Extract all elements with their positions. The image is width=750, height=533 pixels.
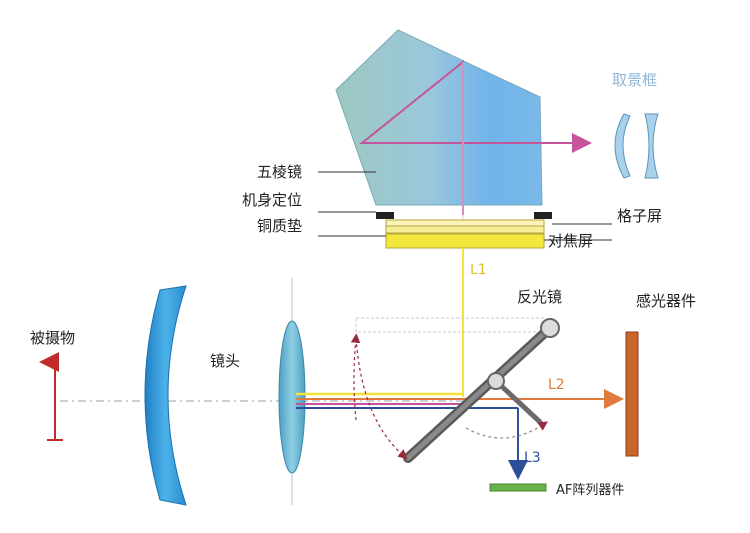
label-pentaprism: 五棱镜 [257, 163, 302, 181]
mirror-rotation-arc-up [350, 333, 361, 421]
label-grid-screen: 格子屏 [617, 207, 662, 225]
label-viewfinder: 取景框 [612, 71, 657, 89]
af-array-sensor [489, 483, 547, 492]
label-l1: L1 [470, 262, 487, 278]
label-focus-screen: 对焦屏 [548, 232, 593, 250]
reflex-mirror [403, 318, 560, 463]
sub-mirror [487, 372, 543, 425]
label-subject: 被摄物 [30, 329, 75, 347]
pentaprism [335, 29, 543, 206]
label-reflex-mirror: 反光镜 [517, 288, 562, 306]
label-lens: 镜头 [210, 352, 240, 370]
copper-shim [385, 219, 545, 227]
eyepiece-lens-1 [614, 113, 631, 179]
body-mount-pad-right [534, 212, 552, 219]
eyepiece-lens-2 [644, 113, 659, 179]
label-l3: L3 [524, 450, 541, 466]
image-sensor [625, 331, 639, 457]
label-body-mount: 机身定位 [242, 191, 302, 209]
focus-screen [385, 233, 545, 249]
lens-element-rear [278, 320, 306, 474]
mirror-up-position [355, 317, 545, 333]
label-copper-shim: 铜质垫 [257, 217, 302, 235]
submirror-rotation-arc [465, 421, 548, 439]
label-sensor: 感光器件 [636, 292, 696, 310]
label-af-array: AF阵列器件 [556, 483, 624, 498]
mirror-rotation-arc [355, 337, 408, 460]
body-mount-pad-left [376, 212, 394, 219]
lens-element-front [144, 285, 187, 506]
grid-screen [385, 225, 545, 234]
label-l2: L2 [548, 377, 565, 393]
